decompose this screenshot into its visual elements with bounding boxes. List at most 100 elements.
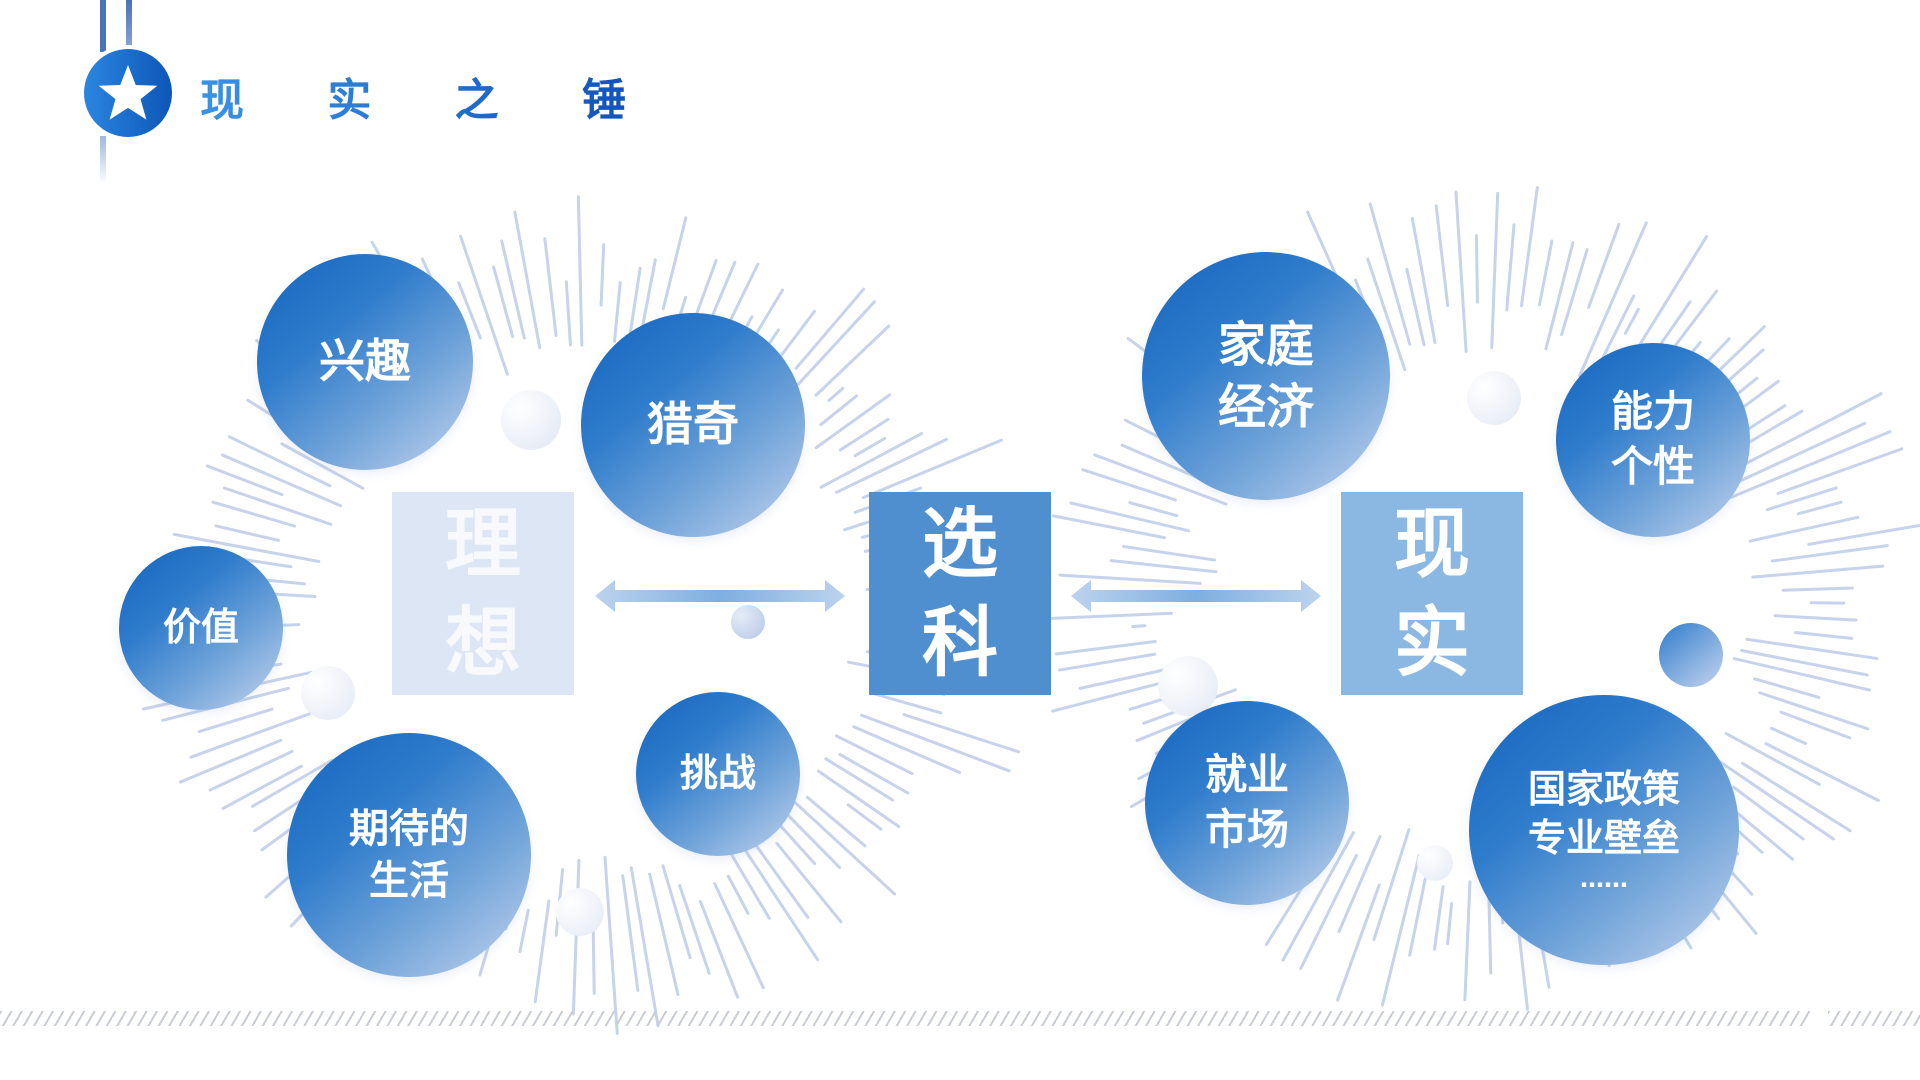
ray-line [518,908,530,954]
reality-label: 实 [1394,597,1470,687]
bubble-job-market: 就业市场 [1145,701,1349,905]
ray-line [1748,409,1804,444]
ray-line [227,435,332,488]
ray-line [1410,216,1437,345]
ray-line [727,848,771,920]
ray-line [1796,500,1843,516]
bubble-expected-life: 期待的生活 [287,733,531,977]
ray-line [819,432,924,489]
ray-line [172,532,321,564]
ray-line [1741,761,1852,833]
ray-line [179,738,283,784]
ray-line [576,195,584,347]
ray-line [1336,883,1381,1002]
bubble-label: 国家政策 [1527,767,1680,812]
bubble-family-economy: 家庭经济 [1142,252,1390,500]
ray-line [457,281,482,340]
ray-line [603,855,619,1035]
ray-line [678,884,711,975]
ray-line [1722,430,1892,502]
ray-line [513,210,542,350]
ray-line [838,752,910,795]
ray-line [834,734,914,776]
ray-line [661,864,692,960]
ray-line [208,749,294,792]
bubble-label: 期待的 [349,806,469,852]
ray-line [280,442,365,490]
star-badge [84,49,172,137]
ray-line [564,280,572,347]
ray-line [739,842,820,962]
ray-line [459,234,509,376]
bubble-curiosity: 猎奇 [581,313,805,537]
ideal-box: 理想 [392,492,574,695]
ray-line [1505,223,1516,312]
decor-dot [301,666,355,720]
ray-line [1544,241,1575,351]
bottom-hatch [0,1011,1810,1026]
bubble-label: 猎奇 [647,397,739,452]
header-line [126,0,132,52]
header-line [100,136,106,184]
ray-line [816,769,901,829]
bubble-label: 专业壁垒 [1527,816,1680,861]
ray-line [205,464,284,497]
ray-line [827,386,845,402]
ray-line [1560,248,1589,337]
ray-line [1128,501,1179,518]
ray-line [853,436,887,458]
ray-line [648,872,680,997]
header-line [100,0,106,52]
bubble-label: 就业 [1204,750,1289,800]
ray-line [1587,222,1621,309]
ray-line [1131,624,1147,629]
ray-line [1740,649,1869,677]
ideal-label: 理 [445,498,521,588]
ray-line [775,841,843,924]
ray-line [1769,726,1808,745]
ray-line [1299,853,1358,971]
decor-dot [1467,371,1521,425]
ray-line [861,438,1004,500]
ray-line [814,393,892,450]
bubble-label: 能力 [1610,387,1695,437]
ray-line [726,874,750,915]
ray-line [846,803,883,831]
ray-line [1490,191,1500,349]
ray-line [902,713,1021,754]
ray-line [835,437,948,494]
ray-line [221,453,343,508]
ray-line [1051,677,1179,713]
ray-line [1537,239,1554,307]
ray-line [814,324,891,397]
bubble-label: 兴趣 [319,334,411,389]
reality-box: 现实 [1341,492,1523,695]
bubble-label: 挑战 [679,751,756,796]
ray-line [1405,267,1426,347]
ray-line [1752,677,1821,699]
ray-line [872,692,943,715]
ray-line [1051,514,1166,540]
ray-line [1337,835,1382,934]
page-title: 现 实 之 锤 [200,64,660,128]
ray-line [1122,544,1217,562]
double-arrow-right [1071,580,1321,612]
ray-line [1446,902,1454,946]
bubble-label: 经济 [1217,379,1314,435]
ray-line [571,858,581,1016]
ray-line [1057,652,1157,672]
ray-line [1434,204,1450,308]
ray-line [222,486,333,526]
ray-line [621,874,640,993]
ray-line [1433,885,1445,951]
ray-line [1764,742,1880,802]
bubble-label: 生活 [369,858,449,904]
ray-line [221,764,303,810]
ray-line [1770,544,1889,563]
ray-line [612,281,622,343]
ray-line [1779,710,1852,740]
ray-line [500,239,526,340]
ray-line [1793,631,1854,640]
bubble-policy-barrier: 国家政策专业壁垒…… [1469,695,1739,965]
selection-label: 科 [922,597,998,687]
